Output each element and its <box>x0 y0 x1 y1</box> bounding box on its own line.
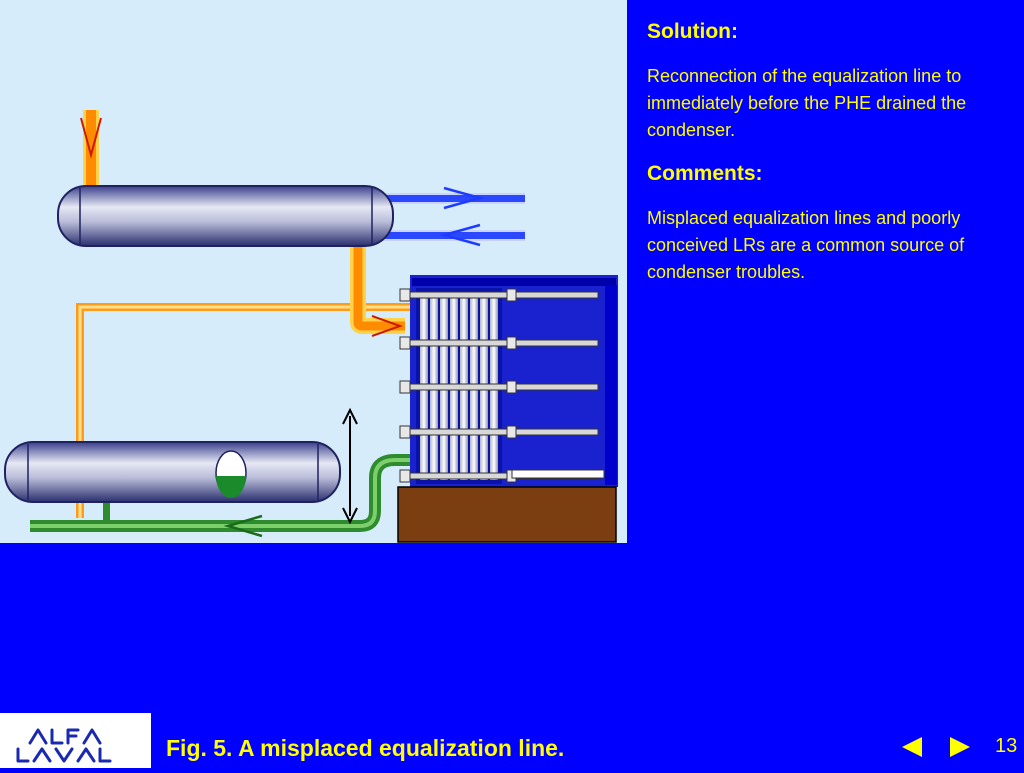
level-difference-arrow <box>342 407 358 525</box>
equalization-line-diagram <box>4 110 618 543</box>
phe-base <box>397 486 617 543</box>
diagram-panel <box>0 0 627 543</box>
lower-vessel <box>4 441 341 503</box>
upper-vessel <box>57 185 394 247</box>
figure-caption: Fig. 5. A misplaced equalization line. <box>166 735 565 761</box>
vapor-inlet-pipe <box>80 110 102 190</box>
cooling-water-lines <box>380 186 525 247</box>
phe-tie-bolts <box>399 288 599 483</box>
triangle-left-icon <box>902 737 922 757</box>
solution-heading: Solution: <box>647 20 738 43</box>
comments-heading: Comments: <box>647 162 763 185</box>
alfa-laval-logo <box>0 713 151 768</box>
comments-text: Misplaced equalization lines and poorly … <box>647 208 965 282</box>
prev-slide-button[interactable] <box>898 733 926 761</box>
alfa-laval-logo-icon <box>16 728 112 763</box>
level-sight-glass <box>215 450 247 498</box>
page-number: 13 <box>995 735 1018 757</box>
solution-text: Reconnection of the equalization line to… <box>647 66 967 140</box>
next-slide-button[interactable] <box>946 733 974 761</box>
triangle-right-icon <box>950 737 970 757</box>
condensate-line <box>30 454 410 538</box>
vapor-to-phe-pipe <box>350 240 405 337</box>
text-panel: Solution: Reconnection of the equalizati… <box>627 0 1024 543</box>
plate-heat-exchanger <box>399 275 618 487</box>
